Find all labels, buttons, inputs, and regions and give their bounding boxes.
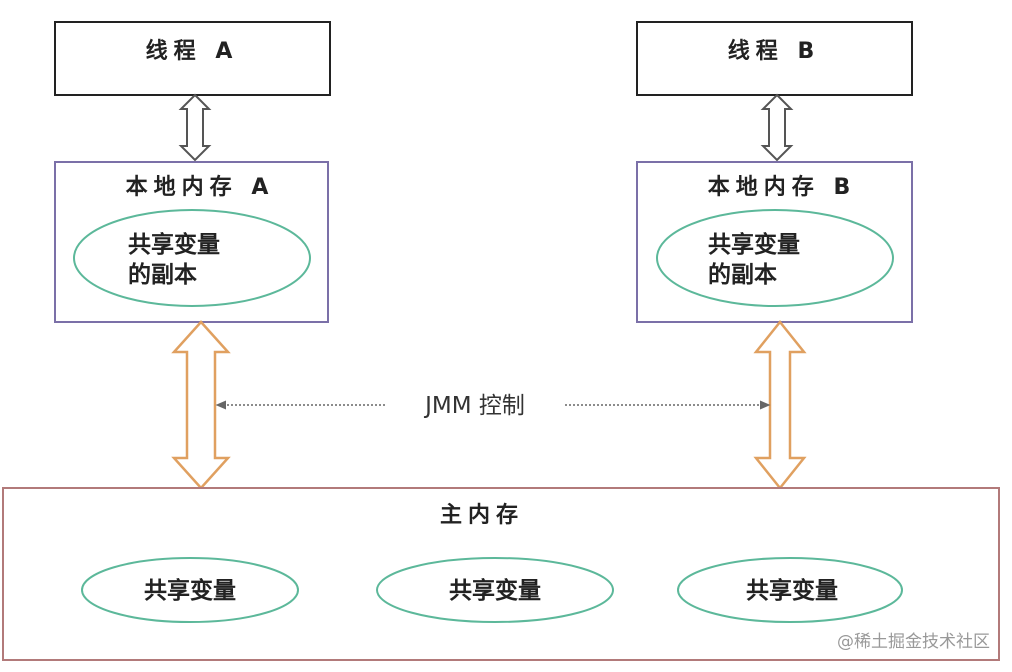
local-memory-a-label: 本地内存 A — [126, 174, 275, 200]
local-memory-a-box: 本地内存 A 共享变量 的副本 — [54, 161, 329, 323]
main-memory-box: 主内存 共享变量 共享变量 共享变量 — [2, 487, 1000, 661]
local-a-main-double-arrow-icon — [171, 320, 231, 490]
local-a-copy-line2: 的副本 — [128, 261, 197, 288]
thread-b-box: 线程 B — [636, 21, 913, 96]
main-shared-variable-3: 共享变量 — [746, 577, 838, 604]
thread-a-label: 线程 A — [146, 38, 239, 64]
main-memory-label: 主内存 — [440, 502, 524, 528]
local-b-copy-line1: 共享变量 — [708, 231, 800, 258]
main-shared-variable-2: 共享变量 — [449, 577, 541, 604]
local-b-main-double-arrow-icon — [753, 319, 807, 491]
thread-b-label: 线程 B — [728, 38, 820, 64]
thread-a-box: 线程 A — [54, 21, 331, 96]
local-a-copy-line1: 共享变量 — [128, 231, 220, 258]
main-shared-variable-1: 共享变量 — [144, 577, 236, 604]
local-memory-b-box: 本地内存 B 共享变量 的副本 — [636, 161, 913, 323]
thread-a-double-arrow-icon — [178, 93, 212, 162]
thread-b-double-arrow-icon — [760, 93, 794, 162]
watermark: @稀土掘金技术社区 — [837, 632, 990, 652]
local-b-copy-line2: 的副本 — [708, 261, 777, 288]
jmm-control-label: JMM 控制 — [423, 393, 525, 419]
local-memory-b-label: 本地内存 B — [708, 174, 856, 200]
